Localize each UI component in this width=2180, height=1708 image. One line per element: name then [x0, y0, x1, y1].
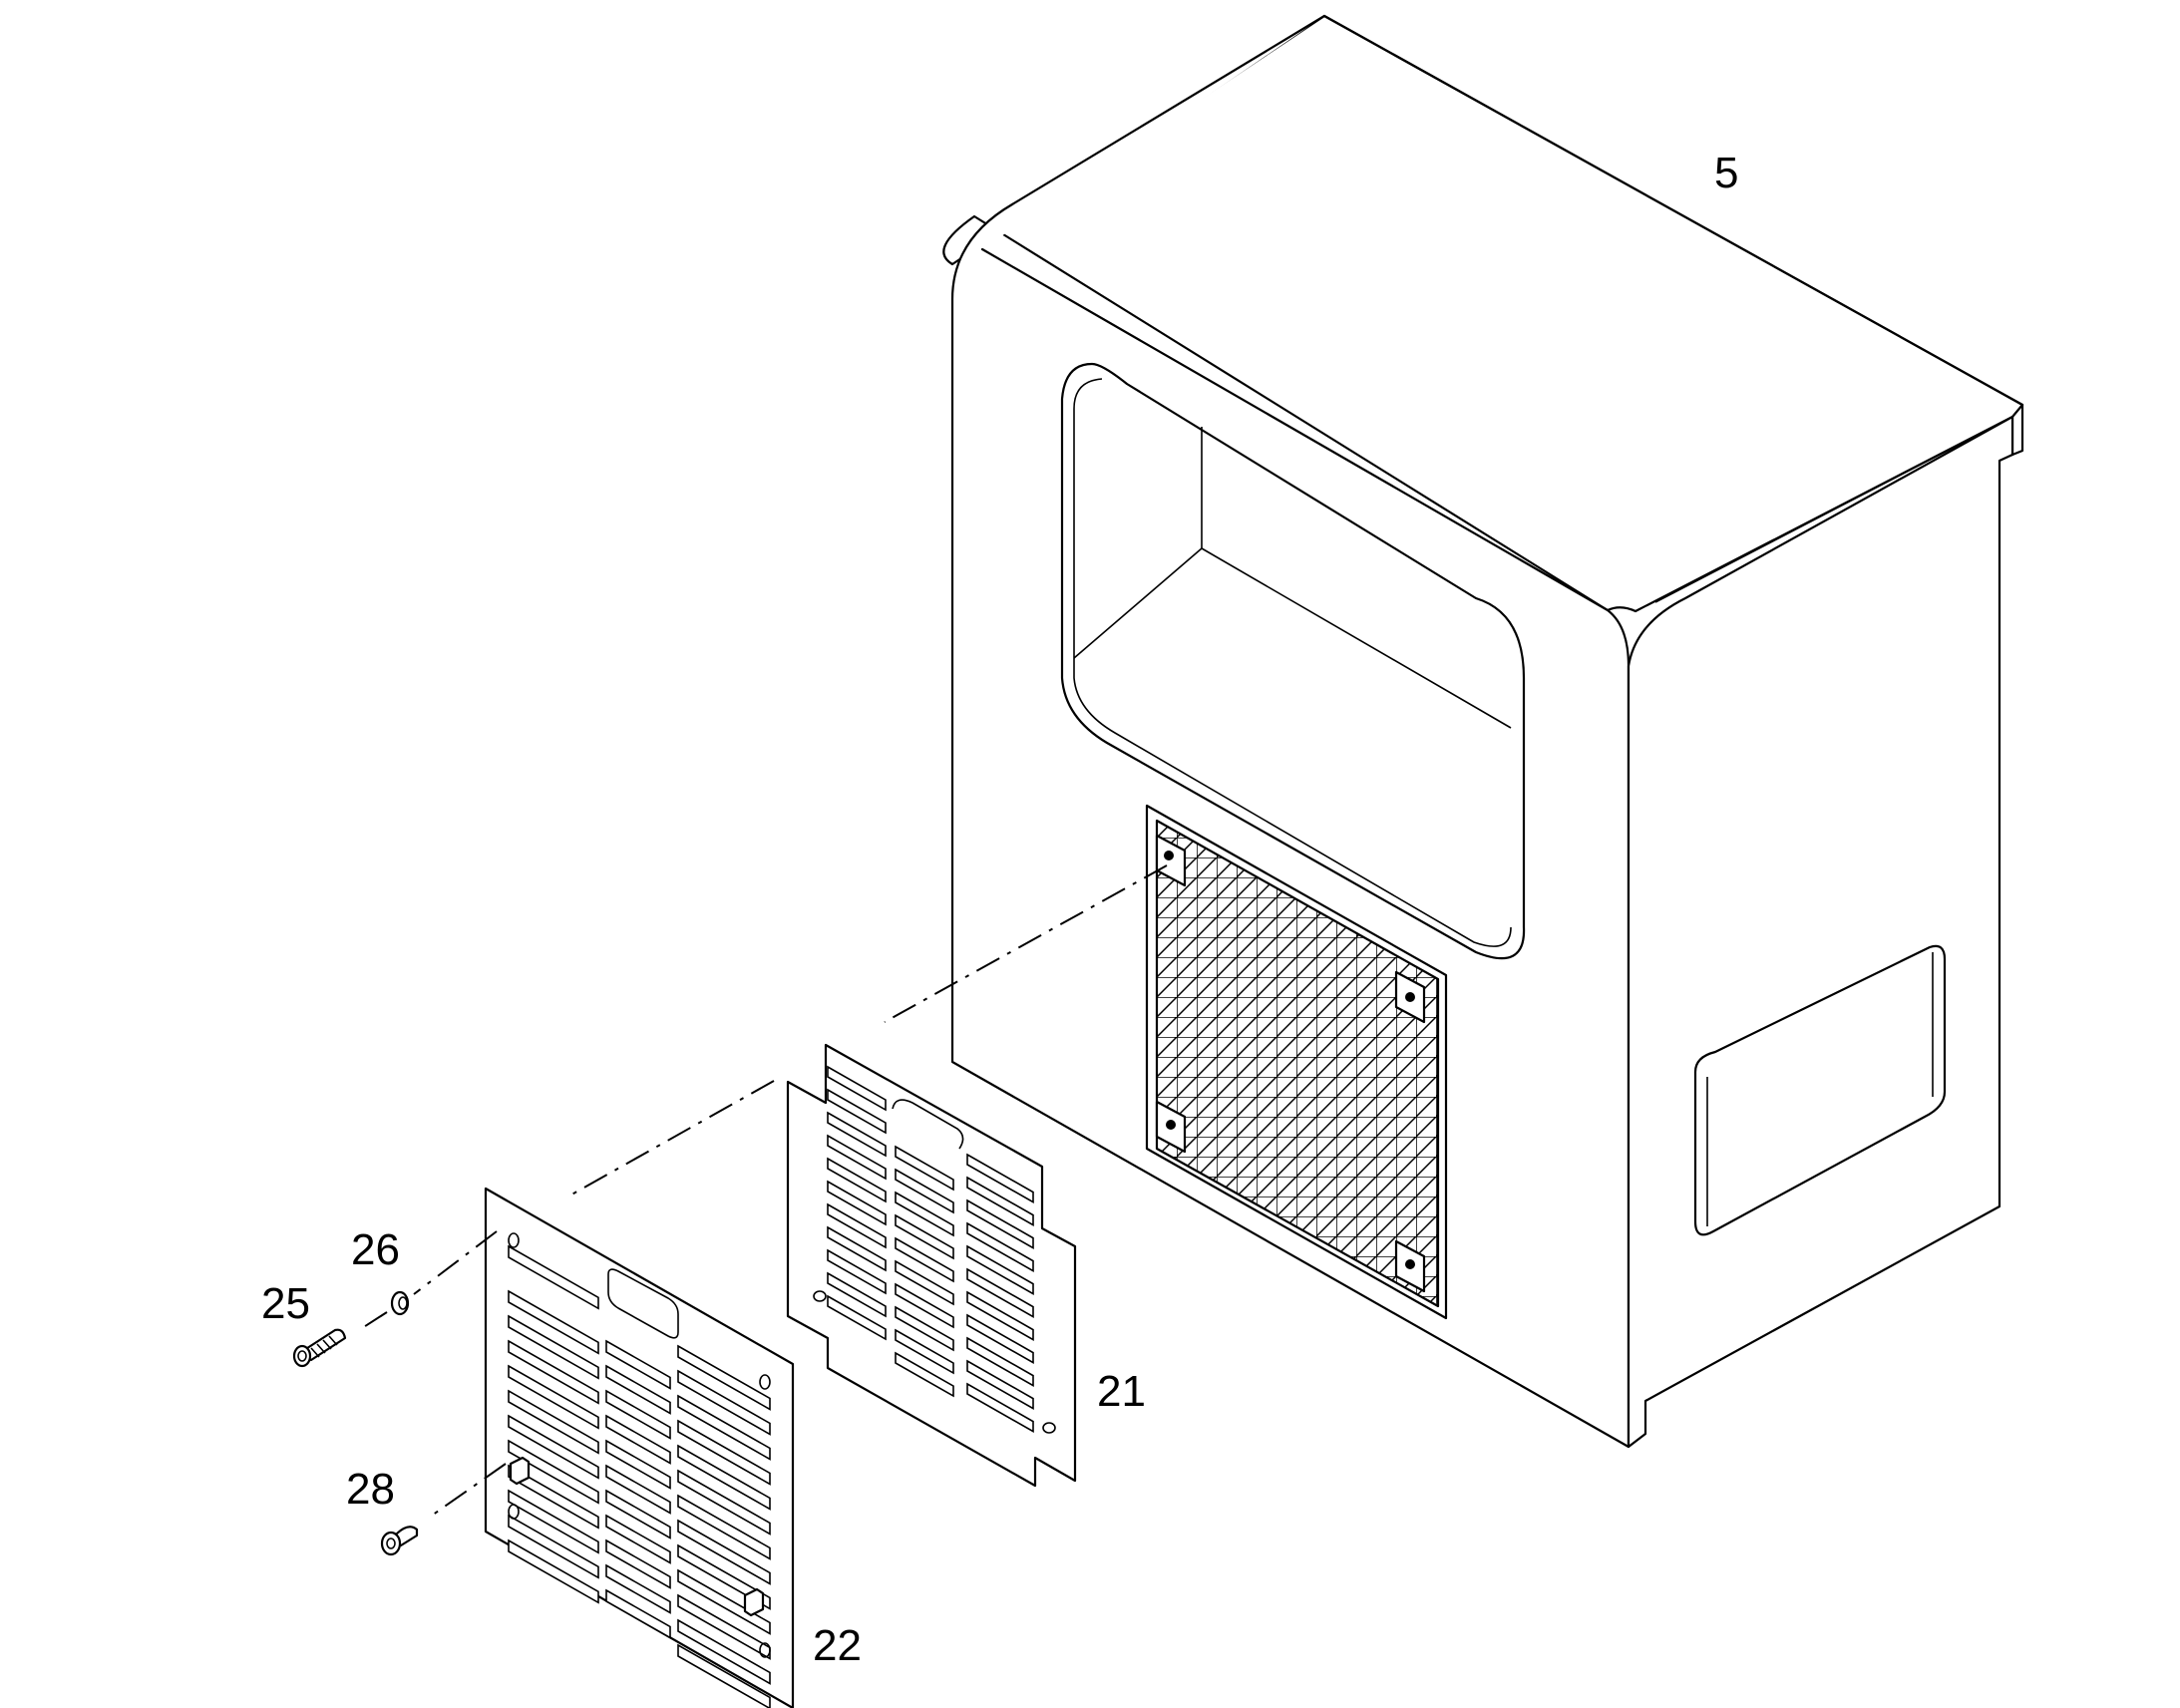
mesh-corner-pad — [1155, 1100, 1187, 1154]
louvre-slot — [966, 1313, 1034, 1364]
filter-plate — [786, 1043, 1077, 1488]
housing-cabinet — [942, 14, 2024, 1449]
louvre-slot — [966, 1221, 1034, 1272]
label-part-22: 22 — [813, 1621, 862, 1670]
louvre-slot — [605, 1389, 671, 1440]
housing-mesh-panel — [1145, 804, 1448, 1320]
louvre-slot — [508, 1464, 599, 1530]
louvre-slot — [895, 1351, 954, 1398]
louvre-slot — [677, 1593, 771, 1660]
mesh-corner-pad — [1155, 834, 1187, 887]
louvre-slot — [827, 1271, 887, 1318]
louvre-slot — [508, 1364, 599, 1430]
louvre-slot — [508, 1414, 599, 1480]
louvre-slot — [827, 1294, 887, 1341]
grille-clip — [743, 1587, 765, 1617]
louvre-slot — [827, 1180, 887, 1226]
louvre-slot — [508, 1289, 599, 1355]
louvre-slot — [966, 1198, 1034, 1249]
louvre-slot — [827, 1065, 887, 1112]
filter-plate-slots — [827, 1065, 1034, 1433]
louvre-slot — [508, 1439, 599, 1505]
louvre-slot — [827, 1134, 887, 1181]
louvre-grille-plate — [484, 1187, 795, 1708]
label-part-5: 5 — [1714, 149, 1738, 197]
louvre-slot — [677, 1519, 771, 1585]
louvre-slot — [508, 1389, 599, 1455]
louvre-slot — [605, 1339, 671, 1390]
louvre-slot — [895, 1191, 954, 1237]
louvre-slot — [605, 1414, 671, 1465]
louvre-slot — [677, 1494, 771, 1560]
louvre-slot — [966, 1267, 1034, 1318]
louvre-slot — [677, 1618, 771, 1685]
louvre-slot — [827, 1202, 887, 1249]
louvre-slot — [605, 1464, 671, 1515]
label-part-21: 21 — [1097, 1367, 1146, 1416]
louvre-slot — [895, 1168, 954, 1214]
louvre-slot — [605, 1364, 671, 1415]
louvre-slot — [508, 1538, 599, 1604]
louvre-slot — [895, 1213, 954, 1260]
louvre-slot — [966, 1382, 1034, 1433]
grille-plate-slots — [508, 1244, 771, 1708]
louvre-slot — [508, 1314, 599, 1380]
louvre-slot — [508, 1339, 599, 1405]
louvre-slot — [508, 1514, 599, 1579]
louvre-slot — [966, 1176, 1034, 1226]
louvre-slot — [605, 1538, 671, 1589]
louvre-slot — [677, 1543, 771, 1610]
screw-25 — [292, 1328, 347, 1368]
louvre-slot — [605, 1489, 671, 1539]
louvre-slot — [677, 1444, 771, 1511]
louvre-slot — [677, 1394, 771, 1461]
louvre-slot — [895, 1145, 954, 1192]
louvre-slot — [895, 1305, 954, 1352]
screw-28 — [380, 1526, 419, 1556]
label-part-26: 26 — [351, 1225, 400, 1274]
grille-clip — [509, 1456, 531, 1486]
louvre-slot — [605, 1514, 671, 1564]
louvre-slot — [966, 1290, 1034, 1341]
louvre-slot — [895, 1259, 954, 1306]
louvre-slot — [966, 1359, 1034, 1410]
mesh-corner-pad — [1394, 1239, 1426, 1293]
louvre-slot — [895, 1282, 954, 1329]
louvre-slot — [508, 1244, 599, 1310]
louvre-slot — [605, 1588, 671, 1639]
louvre-slot — [966, 1336, 1034, 1387]
louvre-slot — [677, 1369, 771, 1436]
louvre-slot — [827, 1088, 887, 1135]
louvre-slot — [677, 1419, 771, 1486]
louvre-slot — [605, 1439, 671, 1490]
louvre-slot — [677, 1344, 771, 1411]
louvre-slot — [895, 1328, 954, 1375]
louvre-slot — [508, 1489, 599, 1554]
louvre-slot — [677, 1643, 771, 1708]
louvre-slot — [677, 1469, 771, 1536]
louvre-slot — [827, 1157, 887, 1203]
louvre-slot — [966, 1153, 1034, 1203]
louvre-slot — [677, 1568, 771, 1635]
housing-side-window — [1693, 944, 1947, 1236]
louvre-slot — [895, 1236, 954, 1283]
mesh-corner-pad — [1394, 970, 1426, 1024]
label-part-28: 28 — [346, 1465, 395, 1514]
louvre-slot — [827, 1248, 887, 1295]
louvre-slot — [966, 1244, 1034, 1295]
assembly-axis-lines — [358, 864, 1168, 1519]
louvre-slot — [605, 1563, 671, 1614]
washer-26 — [390, 1290, 410, 1316]
housing-front-window — [1060, 362, 1526, 960]
louvre-slot — [827, 1111, 887, 1158]
louvre-slot — [827, 1225, 887, 1272]
label-part-25: 25 — [261, 1279, 310, 1328]
